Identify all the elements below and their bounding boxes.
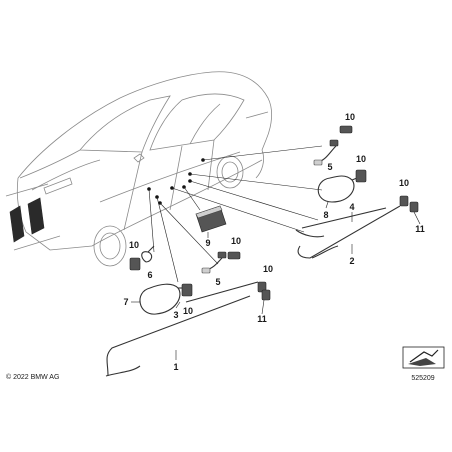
callout-7: 7 [123,297,128,307]
part-6-antenna [141,245,155,263]
callout-10-b: 10 [356,154,366,164]
part-5-upper [313,139,339,166]
part-3-cable [185,281,259,303]
connectors [129,125,419,301]
callout-10-g: 10 [263,264,273,274]
part-9-module [195,205,227,233]
callout-1: 1 [173,362,178,372]
callout-10-d: 10 [129,240,139,250]
callout-11-b: 11 [257,314,267,324]
copyright-text: © 2022 BMW AG [6,373,59,381]
leader-lines [148,145,323,283]
reference-number: 525209 [411,375,434,382]
callout-8: 8 [323,210,328,220]
callout-5-upper: 5 [327,162,332,172]
part-8-loop [317,175,363,203]
callout-4: 4 [349,202,354,212]
part-4-cable [295,207,387,238]
part-1-cable [105,295,251,377]
callout-labels: 1 2 3 4 5 5 6 7 8 9 10 10 10 10 10 10 10… [123,112,424,372]
callout-10-e: 10 [231,236,241,246]
callout-9: 9 [205,238,210,248]
callout-6: 6 [147,270,152,280]
callout-10-c: 10 [399,178,409,188]
callout-10-a: 10 [345,112,355,122]
callout-2: 2 [349,256,354,266]
reference-box [402,346,445,369]
car-outline [5,71,272,267]
callout-11-a: 11 [415,224,425,234]
callout-10-f: 10 [183,306,193,316]
sensor-points [147,158,205,205]
callout-5-lower: 5 [215,277,220,287]
part-7-loop [139,283,188,315]
part-2-cable [297,205,401,259]
callout-3: 3 [173,310,178,320]
part-5-lower [201,251,227,274]
